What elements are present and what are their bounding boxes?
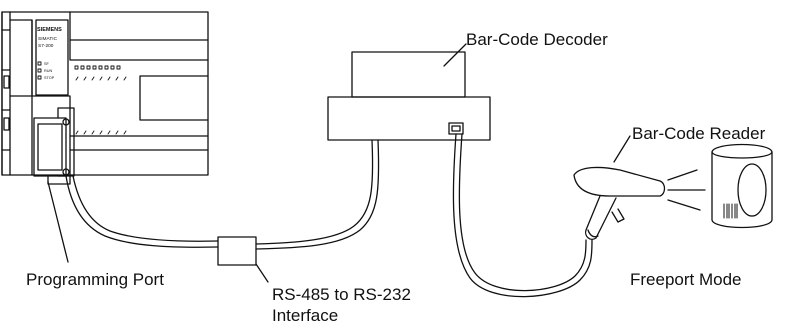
decoder-to-reader-cable [452,133,593,298]
interface-label-line2: Interface [272,306,339,325]
programming-port-label: Programming Port [26,270,164,289]
interface-leader-line [255,263,269,283]
plc-led-run: RUN [44,69,52,73]
barcode-label [723,203,738,219]
plc-product-line: SIMATIC [38,36,58,42]
freeport-mode-label: Freeport Mode [630,270,742,289]
interface-label-line1: RS-485 to RS-232 [272,285,411,304]
plc-led-stop: STOP [44,76,55,80]
rs485-rs232-interface-box [217,236,257,266]
bar-code-reader-label: Bar-Code Reader [632,124,766,143]
plc-terminal-dots [37,61,127,135]
plc-model: S7-200 [38,43,54,49]
plc-led-sf: SF [44,62,50,66]
interface-to-decoder-cable-inner [255,139,374,245]
programming-port-leader-line [47,181,69,263]
decoder-leader-line [443,43,467,67]
labeled-can [711,143,773,229]
plc-to-interface-cable-inner [72,175,219,242]
reader-leader-line [613,135,631,163]
plc-to-interface-cable [65,175,219,248]
interface-to-decoder-cable [255,139,380,250]
bar-code-reader [573,166,666,240]
plc-brand: SIEMENS [37,27,62,33]
plc-unit [1,11,209,185]
bar-code-decoder [327,51,491,141]
decoder-to-reader-cable-inner [458,133,587,292]
bar-code-decoder-label: Bar-Code Decoder [466,30,608,49]
scan-beam [667,169,706,211]
